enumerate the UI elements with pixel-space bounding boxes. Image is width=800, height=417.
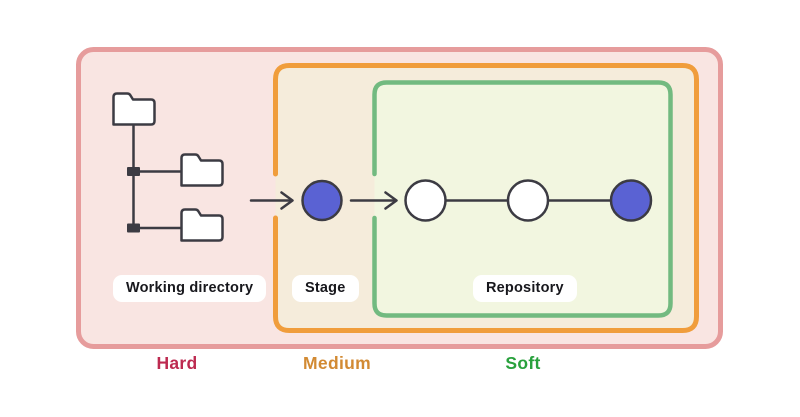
stage-commit-node bbox=[301, 179, 343, 222]
repo-commit-node bbox=[506, 179, 550, 222]
arrow-right-icon bbox=[249, 191, 294, 210]
soft-zone-label: Soft bbox=[505, 353, 541, 373]
arrow-right-icon bbox=[349, 191, 398, 210]
repo-commit-node-head bbox=[609, 179, 653, 222]
repository-label: Repository bbox=[473, 275, 577, 302]
folder-tree-icon bbox=[112, 92, 224, 242]
repo-commit-node bbox=[404, 179, 447, 222]
hard-zone-label: Hard bbox=[156, 353, 198, 373]
stage-label: Stage bbox=[292, 275, 359, 302]
commit-chain-icon bbox=[404, 179, 653, 222]
medium-zone-label: Medium bbox=[303, 353, 371, 373]
tree-junction-node bbox=[127, 167, 140, 176]
tree-junction-node bbox=[127, 223, 140, 233]
working-directory-label: Working directory bbox=[113, 275, 267, 302]
